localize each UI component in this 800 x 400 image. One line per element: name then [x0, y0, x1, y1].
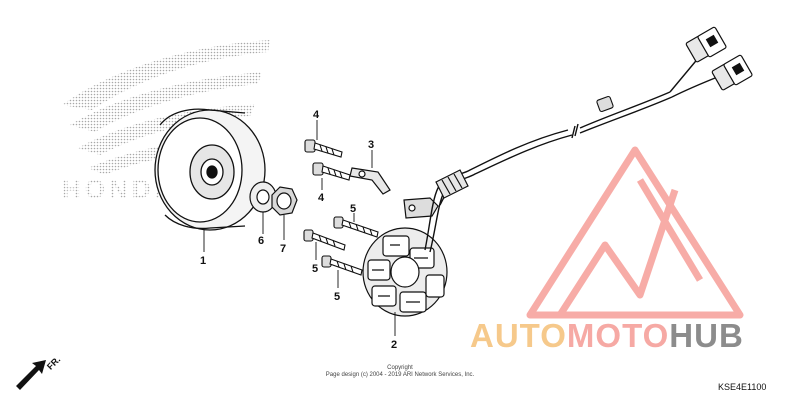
honda-logo-text: HONDA	[62, 174, 177, 204]
pulse-sensor	[403, 197, 439, 219]
bolt-4-lower	[312, 162, 351, 181]
callout-6: 6	[258, 235, 264, 247]
harness-grommet	[435, 169, 469, 199]
bolt-5-middle	[303, 229, 346, 251]
callout-5-upper: 5	[350, 203, 356, 215]
copyright-notice: Copyright Page design (c) 2004 - 2019 AR…	[310, 365, 490, 379]
flywheel-nut	[271, 186, 298, 216]
honda-wing-logo: HONDA	[62, 40, 270, 204]
front-direction-arrow: FR.	[16, 354, 62, 390]
leader-lines	[203, 120, 396, 336]
automotohub-watermark-text: AUTOMOTOHUB	[470, 317, 744, 355]
connector-lower	[711, 54, 753, 91]
wiring-harness	[424, 55, 721, 253]
callout-4-lower: 4	[318, 192, 325, 204]
flywheel-rotor	[154, 108, 266, 231]
callout-1: 1	[200, 255, 206, 267]
bolt-5-upper	[333, 216, 379, 238]
automotohub-triangle-logo	[526, 146, 744, 319]
callout-4-upper: 4	[313, 109, 320, 121]
watermark-hub: HUB	[669, 317, 744, 354]
watermark-auto: AUTO	[470, 317, 567, 354]
diagram-code: KSE4E1100	[718, 382, 767, 392]
watermark-moto: MOTO	[566, 317, 670, 354]
copyright-line-2: Page design (c) 2004 - 2019 ARI Network …	[325, 372, 475, 378]
bolt-5-lower	[321, 255, 363, 276]
copyright-line-1: Copyright	[387, 365, 413, 371]
callout-2: 2	[391, 339, 397, 351]
stator-assembly	[362, 227, 448, 317]
callout-7: 7	[280, 243, 286, 255]
connector-upper	[685, 26, 727, 63]
bolt-4-upper	[304, 139, 343, 158]
callout-3: 3	[368, 139, 374, 151]
fr-label: FR.	[45, 354, 62, 371]
wire-clamp	[349, 167, 391, 195]
harness-clip	[596, 95, 614, 113]
callout-5-middle: 5	[312, 263, 318, 275]
callout-5-lower: 5	[334, 291, 340, 303]
